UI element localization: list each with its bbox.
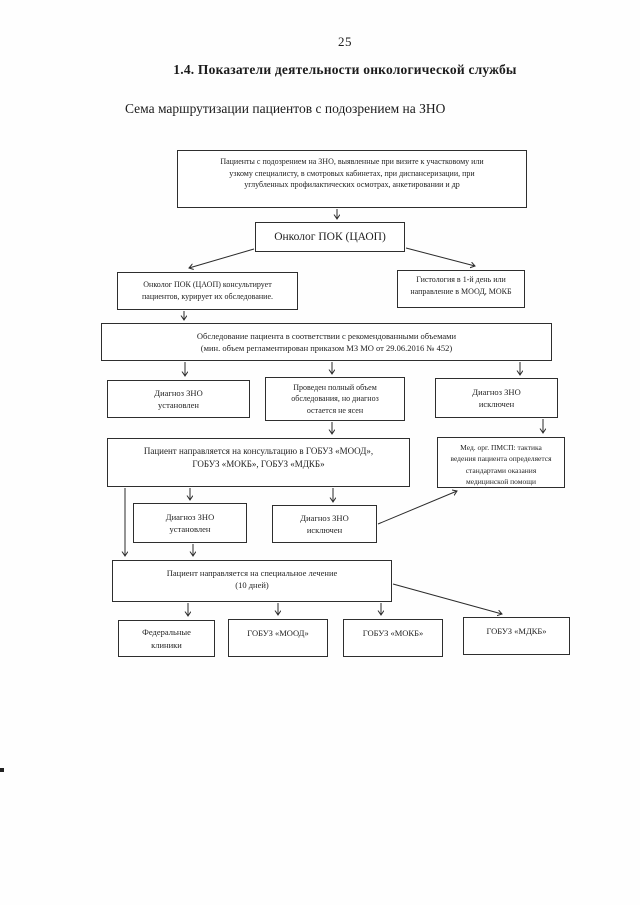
- node-diagnosis-established-1: Диагноз ЗНО установлен: [107, 380, 250, 418]
- node-diagnosis-established-2: Диагноз ЗНО установлен: [133, 503, 247, 543]
- node-special-treatment: Пациент направляется на специальное лече…: [112, 560, 392, 602]
- node-oncologist-pok-caop: Онколог ПОК (ЦАОП): [255, 222, 405, 252]
- diagram-subtitle: Сема маршрутизации пациентов с подозрени…: [125, 101, 446, 116]
- node-patients-suspected-zno: Пациенты с подозрением на ЗНО, выявленны…: [177, 150, 527, 208]
- node-gobuz-mood: ГОБУЗ «МООД»: [228, 619, 328, 657]
- arrow-oncologist-to-histology: [405, 247, 475, 266]
- scan-artifact: [0, 768, 4, 772]
- node-gobuz-mdkb: ГОБУЗ «МДКБ»: [463, 617, 570, 655]
- arrow-oncologist-to-consult: [189, 248, 255, 268]
- node-full-exam-diagnosis-unclear: Проведен полный объем обследования, но д…: [265, 377, 405, 421]
- node-diagnosis-excluded-2: Диагноз ЗНО исключен: [272, 505, 377, 543]
- arrow-dx-excluded-2-to-pmsp: [377, 491, 457, 525]
- node-gobuz-mokb: ГОБУЗ «МОКБ»: [343, 619, 443, 657]
- node-diagnosis-excluded-1: Диагноз ЗНО исключен: [435, 378, 558, 418]
- section-heading: 1.4. Показатели деятельности онкологичес…: [173, 62, 517, 77]
- node-oncologist-consults: Онколог ПОК (ЦАОП) консультирует пациент…: [117, 272, 298, 310]
- node-histology: Гистология в 1-й день или направление в …: [397, 270, 525, 308]
- node-referral-consultation: Пациент направляется на консультацию в Г…: [107, 438, 410, 487]
- node-examination-volumes: Обследование пациента в соответствии с р…: [101, 323, 552, 361]
- node-federal-clinics: Федеральные клиники: [118, 620, 215, 657]
- node-pmsp-tactics: Мед. орг. ПМСП: тактика ведения пациента…: [437, 437, 565, 488]
- page-number: 25: [338, 34, 352, 49]
- arrow-treatment-to-mdkb: [392, 583, 502, 614]
